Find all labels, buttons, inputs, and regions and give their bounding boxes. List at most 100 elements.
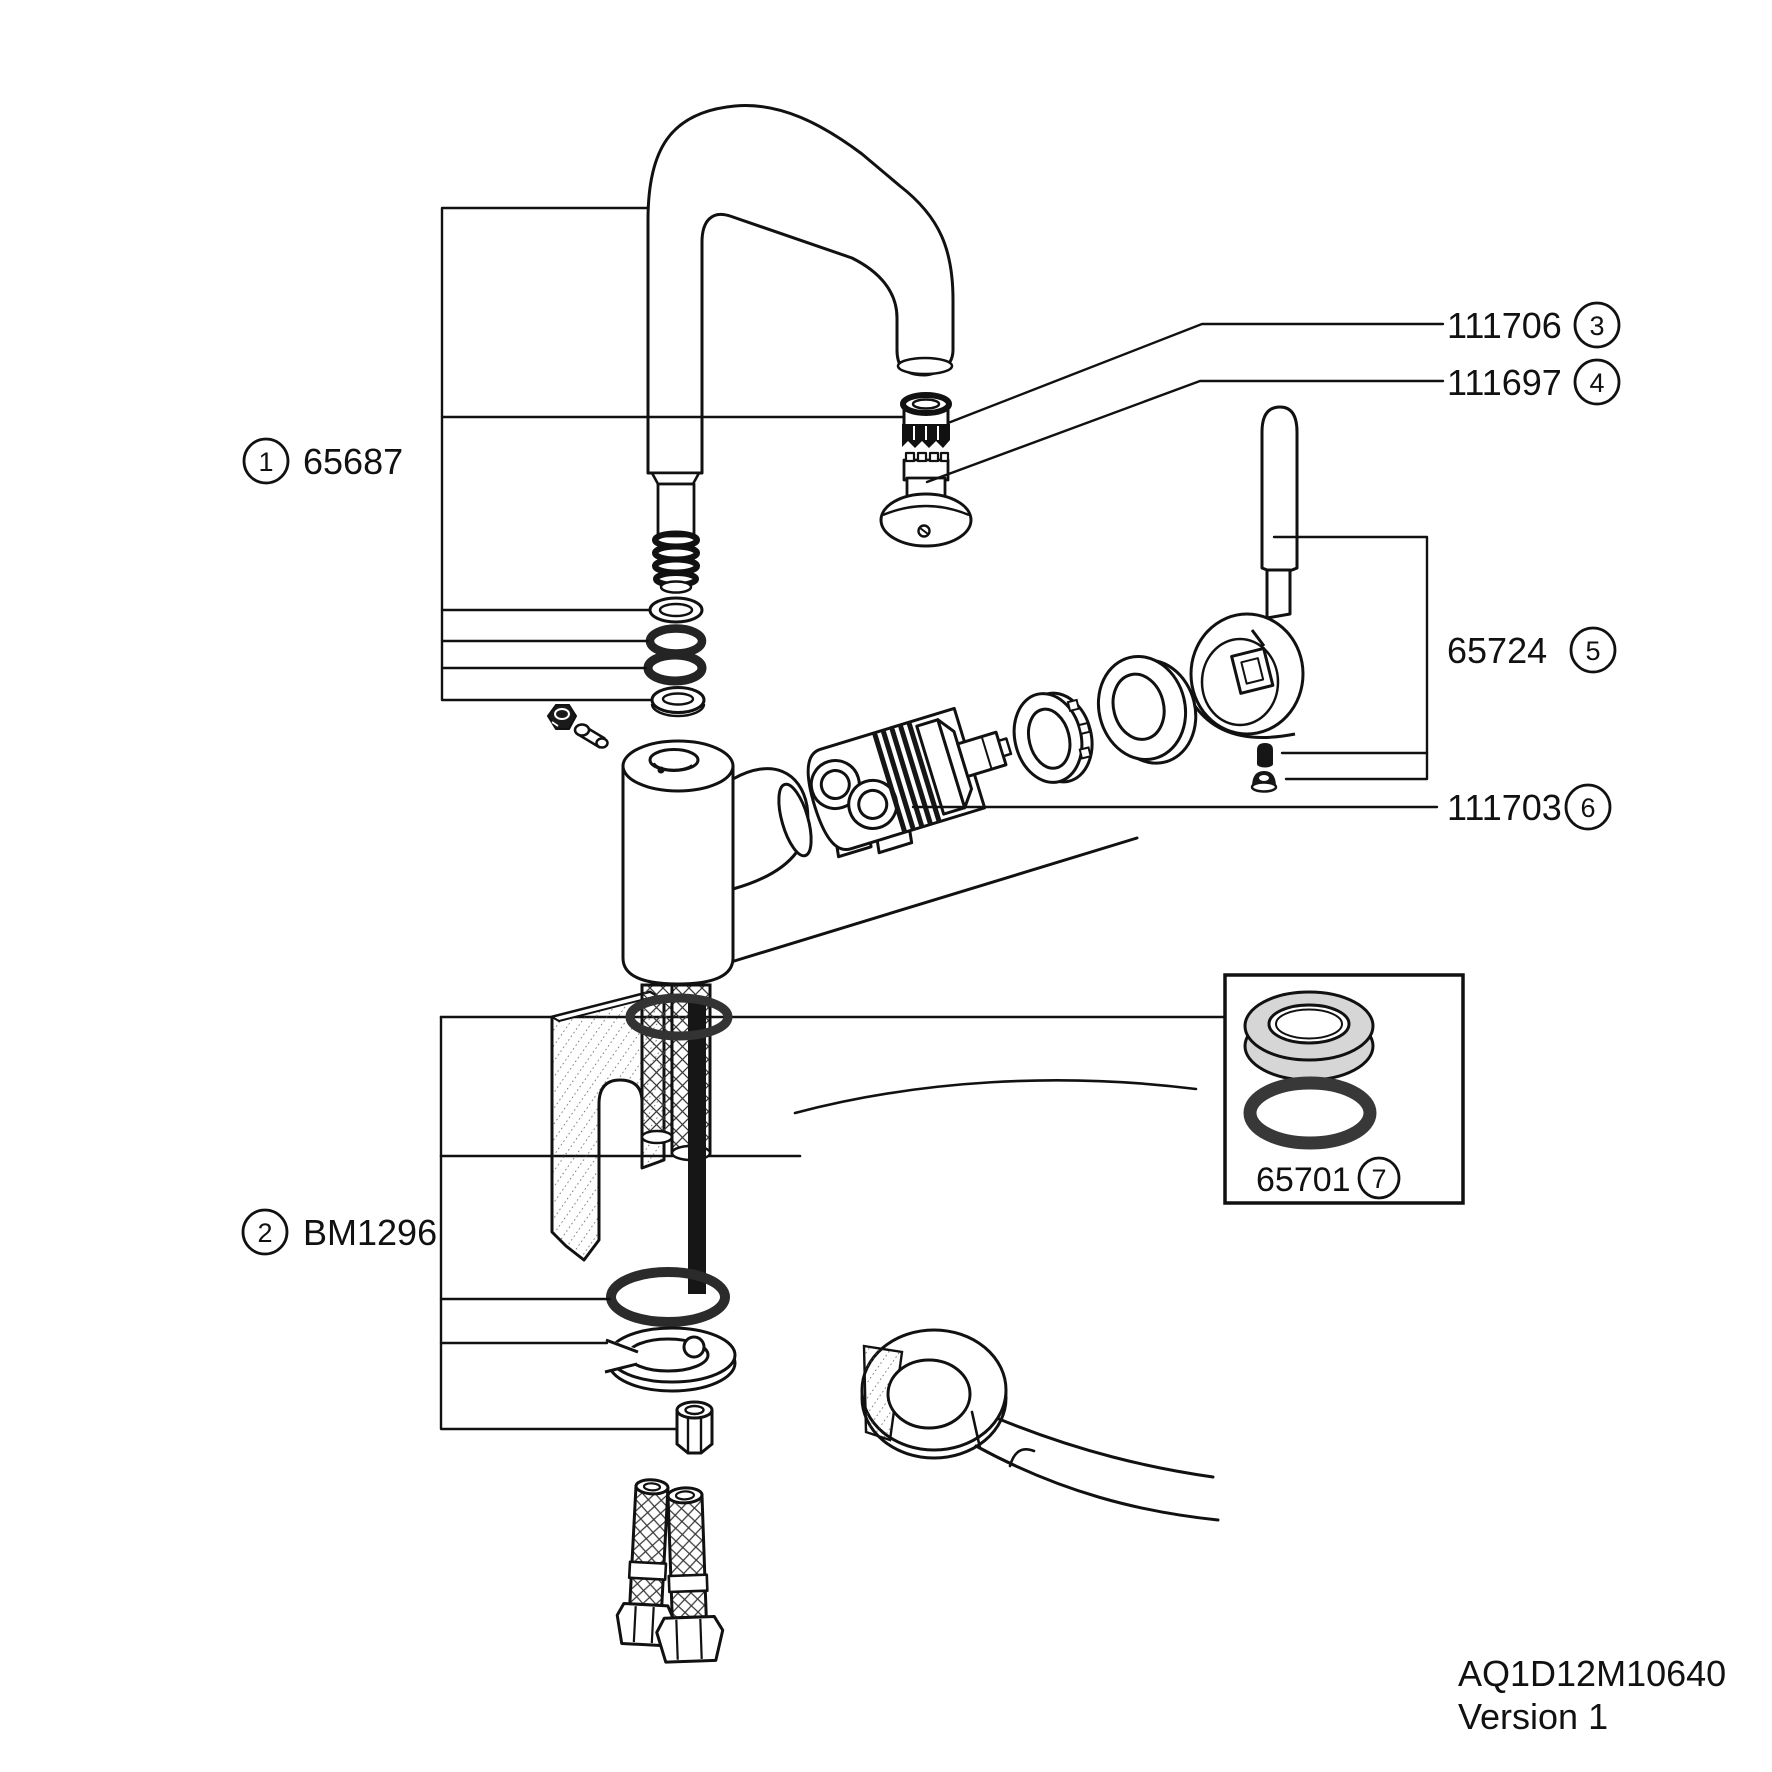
cartridge-port-2-inner bbox=[857, 788, 889, 820]
aerator-insert bbox=[900, 392, 952, 448]
handle-cap-skirt bbox=[1193, 705, 1296, 739]
handle-plug-glint bbox=[1259, 775, 1269, 781]
notched-trim-ring bbox=[1012, 691, 1094, 784]
small-nut-glint bbox=[551, 721, 559, 727]
spout-outlet-opening bbox=[896, 356, 954, 376]
seal-ring-1-inner bbox=[658, 602, 694, 618]
callout-index-7: 7 bbox=[1371, 1164, 1386, 1194]
bracket-5 bbox=[1272, 535, 1429, 781]
callout-index-4: 4 bbox=[1589, 368, 1604, 398]
body-cylinder bbox=[621, 764, 735, 986]
callout-circle-5 bbox=[1569, 626, 1617, 674]
body-top-dot bbox=[657, 766, 665, 774]
o-ring-3 bbox=[643, 650, 707, 686]
cartridge bbox=[806, 706, 1013, 859]
housing-wing-top-edge bbox=[882, 504, 970, 517]
leader-lines bbox=[439, 206, 1445, 1431]
cartridge-port-1-inner bbox=[819, 769, 851, 801]
callout-index-6: 6 bbox=[1580, 793, 1595, 823]
callout-labels: 1 65687 2 BM1296 111706 3 111697 4 65724… bbox=[241, 301, 1621, 1256]
seal-o-ring bbox=[1243, 1076, 1377, 1150]
mounting-hex-nut bbox=[675, 1400, 714, 1455]
bracket-1 bbox=[440, 206, 652, 702]
callout-circle-4 bbox=[1573, 358, 1621, 406]
callout-index-5: 5 bbox=[1585, 636, 1600, 666]
body-side-arm-mouth bbox=[777, 782, 813, 858]
deck-apron-left-edge bbox=[970, 1410, 982, 1450]
counter-back-edge bbox=[729, 836, 1139, 964]
deck-apron-top-edge bbox=[997, 1417, 1215, 1479]
handle-set-screw bbox=[1257, 743, 1273, 764]
supply-hose-right bbox=[655, 1486, 725, 1664]
cartridge-stem-line bbox=[980, 736, 993, 770]
body-top-hole-inner bbox=[653, 762, 693, 771]
faucet-body bbox=[621, 739, 813, 986]
deck-apron-notch bbox=[1008, 1448, 1036, 1468]
handle-plug-base bbox=[1250, 781, 1278, 793]
spout-tube bbox=[646, 104, 955, 475]
bearing-ring-4-inner bbox=[661, 692, 695, 706]
handle-set-screw-base bbox=[1257, 760, 1273, 768]
crown-tooth bbox=[916, 451, 928, 463]
part-label-111703: 111703 bbox=[1447, 787, 1562, 828]
handle-lever bbox=[1260, 405, 1299, 574]
braided-hose-left-end bbox=[640, 1129, 674, 1145]
part-label-65701: 65701 bbox=[1256, 1161, 1351, 1199]
mounting-o-ring bbox=[606, 1267, 730, 1327]
housing-screw-slash bbox=[919, 527, 929, 535]
trim-ring-notch bbox=[1078, 746, 1092, 760]
sink-counter bbox=[439, 836, 1227, 1522]
callout-circle-6 bbox=[1564, 783, 1612, 831]
bearing-ring-4-side bbox=[650, 703, 706, 718]
part-label-65687: 65687 bbox=[303, 441, 403, 482]
hex-nut-hole bbox=[684, 1404, 705, 1416]
cartridge-ribbed-band bbox=[872, 722, 942, 833]
callout-index-1: 1 bbox=[258, 447, 273, 477]
bracket-2 bbox=[439, 1015, 678, 1431]
part-label-BM1296: BM1296 bbox=[303, 1212, 437, 1253]
callout-circle-1 bbox=[242, 437, 290, 485]
leader-111697 bbox=[925, 379, 1445, 484]
trim-ring-hole bbox=[1026, 707, 1072, 770]
crown-tooth bbox=[928, 451, 940, 463]
horseshoe-gap-edge bbox=[605, 1338, 639, 1354]
version-label: Version 1 bbox=[1458, 1696, 1608, 1737]
part-label-65724: 65724 bbox=[1447, 630, 1547, 671]
trim-ring-notch bbox=[1077, 721, 1091, 736]
horseshoe-washer bbox=[604, 1326, 737, 1393]
faucet-shank bbox=[640, 983, 712, 1294]
drawing-code: AQ1D12M10640 bbox=[1458, 1653, 1726, 1694]
seal-ring-hole bbox=[1267, 1003, 1351, 1045]
deck-seal-o-ring bbox=[625, 993, 733, 1041]
aerator-housing bbox=[879, 451, 973, 548]
small-pin bbox=[573, 723, 609, 749]
small-fastener-nut bbox=[546, 704, 578, 730]
part-label-111697: 111697 bbox=[1447, 362, 1562, 403]
callout-circle-3 bbox=[1573, 301, 1621, 349]
callout-index-3: 3 bbox=[1589, 311, 1604, 341]
callout-circle-2 bbox=[241, 1208, 289, 1256]
seal-ring-hole-rim bbox=[1275, 1008, 1343, 1040]
spout-base-step bbox=[650, 471, 701, 486]
o-ring-2 bbox=[645, 624, 707, 658]
spout-seal-stack bbox=[643, 596, 707, 718]
braided-hose-left bbox=[640, 983, 674, 1139]
spout bbox=[646, 104, 955, 594]
deck-apron-bottom-edge bbox=[974, 1444, 1220, 1522]
leader-111706 bbox=[946, 322, 1445, 425]
cartridge-stem-slot bbox=[997, 737, 1013, 758]
handle-broach-socket-inner bbox=[1240, 657, 1265, 685]
crown-tooth bbox=[904, 451, 916, 463]
seal-detail-box: 65701 7 bbox=[1223, 973, 1465, 1205]
supply-hose-left bbox=[615, 1478, 675, 1648]
deck-hole-inner bbox=[886, 1358, 972, 1430]
crown-tooth bbox=[939, 451, 950, 463]
handle-assembly bbox=[1189, 405, 1305, 739]
document-id-block: AQ1D12M10640 Version 1 bbox=[1458, 1653, 1726, 1737]
handle-cap-highlight bbox=[1250, 629, 1266, 647]
aerator-insert-top-hole bbox=[911, 398, 941, 410]
callout-index-2: 2 bbox=[257, 1218, 272, 1248]
sink-bowl-rim bbox=[793, 1079, 1198, 1115]
deck-hole-cut-hatch bbox=[862, 1344, 904, 1442]
